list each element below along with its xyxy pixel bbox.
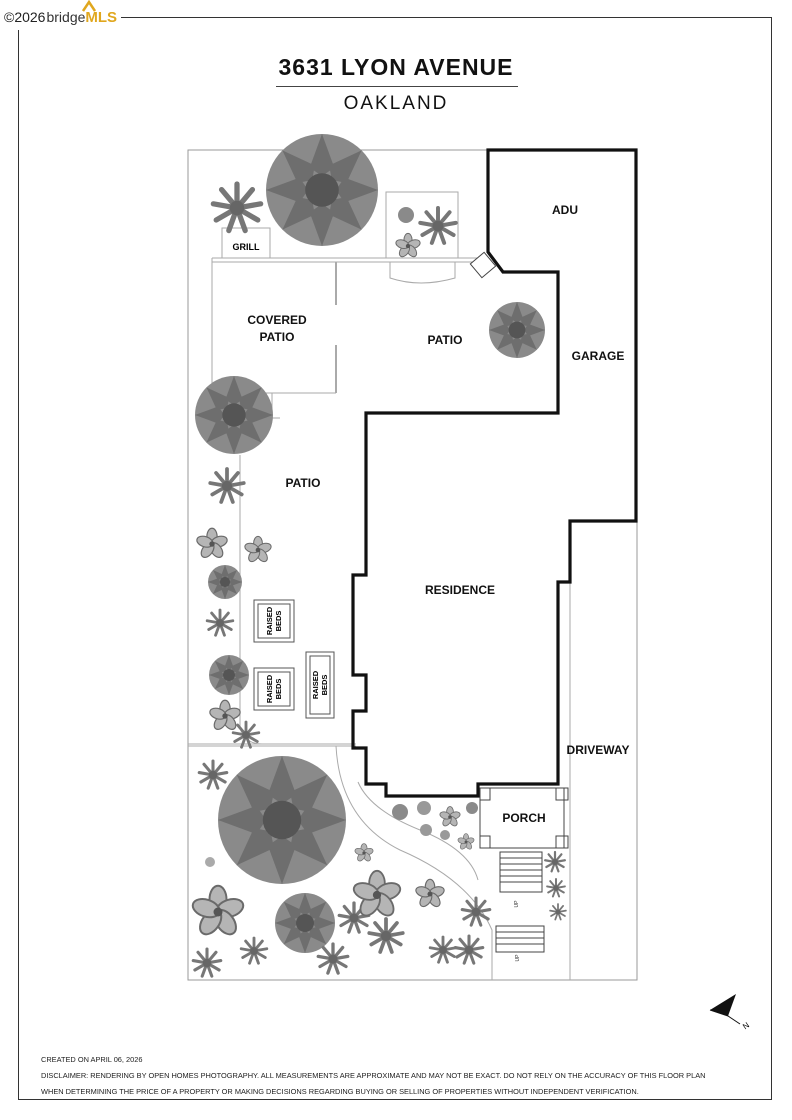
room-label-residence: RESIDENCE [425,583,495,597]
grill-label: GRILL [233,242,260,252]
shrub-icon [456,833,476,851]
tree-icon [218,756,346,884]
stair-up-label: UP [515,954,521,962]
stair-up-label: UP [514,900,520,908]
room-label-porch: PORCH [502,811,545,825]
room-label-covered-patio-line2: PATIO [260,330,295,344]
palm-icon [197,759,229,790]
palm-icon [428,935,458,964]
shrub-icon [189,884,247,940]
disclaimer-line1: DISCLAIMER: RENDERING BY OPEN HOMES PHOT… [41,1071,706,1080]
footer: CREATED ON APRIL 06, 2026 DISCLAIMER: RE… [41,1052,705,1100]
raised-bed-1: RAISED BEDS [253,599,295,643]
porch-outline [479,787,569,849]
shrub-icon [205,857,215,867]
tree-icon [208,565,242,599]
shrub-icon [466,802,478,814]
palm-icon [316,942,350,975]
room-label-patio-upper: PATIO [428,333,463,347]
watermark-brand-prefix: bridge [46,9,86,25]
landscaping [189,134,567,978]
building-outline [351,148,638,798]
page-frame [18,17,772,1100]
shrub-icon [438,806,462,828]
palm-icon [239,936,269,965]
palm-icon [460,896,492,927]
raised-beds-label-line1: RAISED [265,606,274,635]
disclaimer-line2: WHEN DETERMINING THE PRICE OF A PROPERTY… [41,1087,639,1096]
palm-icon [549,903,567,921]
tree-icon [195,376,273,454]
north-arrow-icon: N [709,994,751,1031]
room-label-garage: GARAGE [572,349,625,363]
palm-icon [367,917,405,954]
house-roof-icon [82,0,97,12]
shrub-icon [392,804,408,820]
tree-icon [209,655,249,695]
palm-icon [453,934,485,965]
front-stairs [495,851,545,953]
shrub-icon [207,699,243,733]
raised-bed-3: RAISED BEDS [305,651,335,719]
shrub-icon [413,878,447,910]
tree-icon [275,893,335,953]
page-title: 3631 LYON AVENUE [278,54,514,80]
room-label-covered-patio-line1: COVERED [247,313,307,327]
tree-icon [489,302,545,358]
raised-beds-label-line1: RAISED [265,674,274,703]
shrub-icon [420,824,432,836]
palm-icon [205,608,235,637]
raised-bed-2: RAISED BEDS [253,667,295,711]
palm-icon [213,184,260,231]
raised-beds-label-line1: RAISED [311,670,320,699]
watermark-mls-text: MLS [85,8,118,26]
palm-icon [546,878,566,898]
created-date: CREATED ON APRIL 06, 2026 [41,1055,143,1064]
watermark-brand-suffix: MLS [82,0,118,26]
shrub-icon [440,830,450,840]
shrub-icon [417,801,431,815]
watermark: ©2026 bridge MLS [4,0,122,30]
palm-icon [191,947,223,978]
room-label-driveway: DRIVEWAY [567,743,630,757]
palm-icon [208,467,246,504]
raised-beds-label-line2: BEDS [320,675,329,696]
raised-beds-label-line2: BEDS [274,679,283,700]
room-label-adu: ADU [552,203,578,217]
compass-north-label: N [741,1020,751,1031]
shrub-icon [394,232,422,260]
property-boundary [187,149,638,981]
tree-icon [266,134,378,246]
shrub-icon [398,207,414,223]
patio-outlines [188,191,571,980]
title-divider [276,86,518,87]
shrub-icon [243,535,273,565]
page-subtitle: OAKLAND [343,93,449,114]
watermark-copyright: ©2026 [4,9,46,25]
palm-icon [544,850,566,873]
adu-entry-step [469,251,497,279]
palm-icon [418,206,458,245]
shrub-icon [194,527,230,561]
shrub-icon [353,843,375,863]
room-label-patio-side: PATIO [286,476,321,490]
raised-beds-label-line2: BEDS [274,611,283,632]
